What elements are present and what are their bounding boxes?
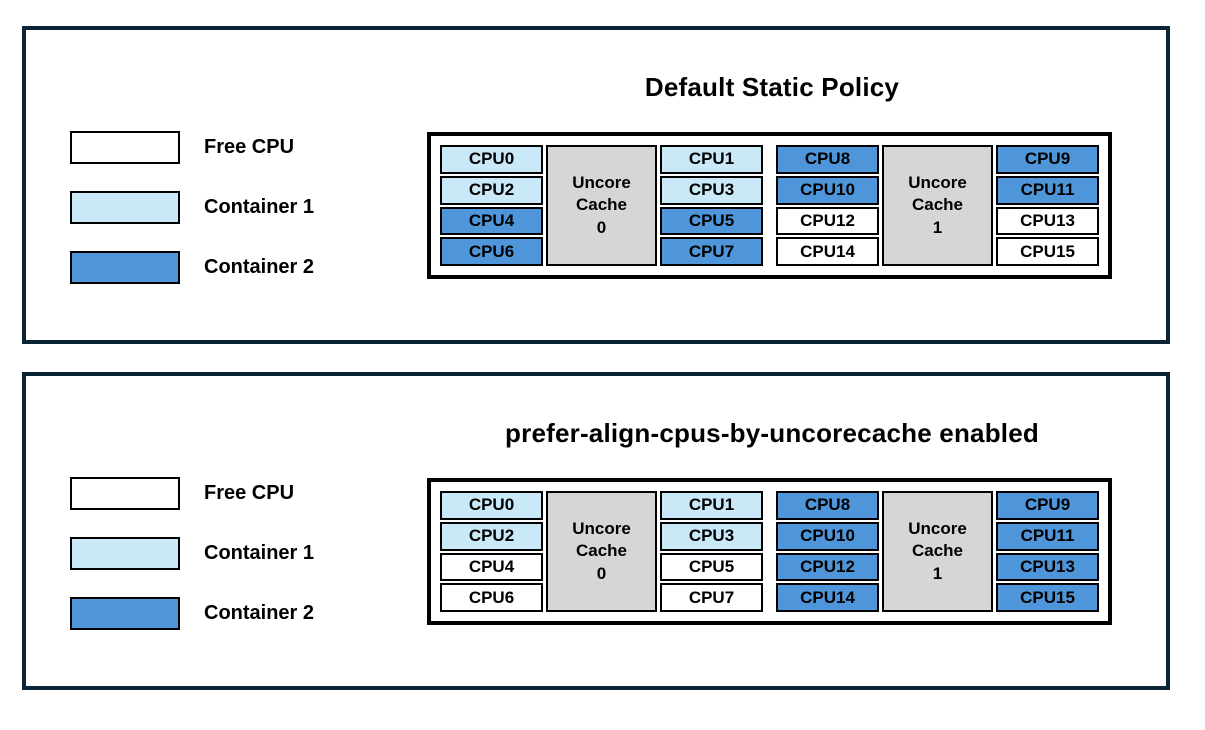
cpu-column-right: CPU9 CPU11 CPU13 CPU15 — [996, 491, 1099, 612]
uncore-cache-block-1: Uncore Cache 1 — [882, 145, 993, 266]
legend-label: Free CPU — [204, 136, 295, 158]
cache-label-line: 0 — [596, 217, 607, 237]
cpu-cell-cpu15: CPU15 — [996, 583, 1099, 612]
cpu-cell-cpu1: CPU1 — [660, 145, 763, 174]
legend-item-container-2: Container 2 — [70, 251, 314, 284]
cpu-column-right: CPU1 CPU3 CPU5 CPU7 — [660, 145, 763, 266]
cpu-cell-cpu3: CPU3 — [660, 521, 763, 551]
cpu-cell-cpu11: CPU11 — [996, 175, 1099, 205]
legend-label: Container 1 — [204, 196, 315, 218]
legend-item-free-cpu: Free CPU — [70, 131, 314, 164]
cpu-cell-cpu2: CPU2 — [440, 521, 543, 551]
cpu-cell-cpu9: CPU9 — [996, 145, 1099, 174]
cpu-cell-cpu1: CPU1 — [660, 491, 763, 520]
uncore-cache-block-0: Uncore Cache 0 — [546, 491, 657, 612]
cache-label-line: Uncore — [908, 173, 967, 193]
legend-label: Free CPU — [204, 482, 295, 504]
cpu-cell-cpu5: CPU5 — [660, 552, 763, 582]
cpu-column-left: CPU8 CPU10 CPU12 CPU14 — [776, 491, 879, 612]
policy-panel-default-static: Default Static Policy Free CPU Container… — [22, 26, 1170, 344]
legend-swatch-free-cpu — [70, 477, 180, 510]
policy-panel-uncorecache-enabled: prefer-align-cpus-by-uncorecache enabled… — [22, 372, 1170, 690]
cpu-cell-cpu7: CPU7 — [660, 237, 763, 266]
cpu-cell-cpu12: CPU12 — [776, 552, 879, 582]
cpu-cell-cpu3: CPU3 — [660, 175, 763, 205]
cpu-column-right: CPU1 CPU3 CPU5 CPU7 — [660, 491, 763, 612]
uncore-cache-block-1: Uncore Cache 1 — [882, 491, 993, 612]
cache-label-line: 0 — [596, 563, 607, 583]
panel-title: Default Static Policy — [644, 72, 900, 102]
cpu-topology-diagram: CPU0 CPU2 CPU4 CPU6 Uncore Cache 0 CPU1 … — [427, 132, 1112, 279]
cpu-cell-cpu6: CPU6 — [440, 237, 543, 266]
cpu-column-right: CPU9 CPU11 CPU13 CPU15 — [996, 145, 1099, 266]
cpu-column-left: CPU0 CPU2 CPU4 CPU6 — [440, 491, 543, 612]
cache-label-line: 1 — [932, 563, 943, 583]
legend-label: Container 2 — [204, 256, 315, 278]
cache-label-line: 1 — [932, 217, 943, 237]
cpu-cell-cpu5: CPU5 — [660, 206, 763, 236]
cpu-cell-cpu2: CPU2 — [440, 175, 543, 205]
legend-swatch-container-2 — [70, 597, 180, 630]
legend-swatch-container-1 — [70, 537, 180, 570]
cpu-cell-cpu7: CPU7 — [660, 583, 763, 612]
cpu-cell-cpu14: CPU14 — [776, 583, 879, 612]
legend-item-container-1: Container 1 — [70, 191, 314, 224]
legend-item-container-1: Container 1 — [70, 537, 314, 570]
cache-label-line: Cache — [575, 195, 628, 215]
panel-title: prefer-align-cpus-by-uncorecache enabled — [505, 418, 1039, 448]
cpu-cell-cpu11: CPU11 — [996, 521, 1099, 551]
legend-item-free-cpu: Free CPU — [70, 477, 314, 510]
cpu-cell-cpu13: CPU13 — [996, 206, 1099, 236]
cpu-cell-cpu9: CPU9 — [996, 491, 1099, 520]
cpu-column-left: CPU0 CPU2 CPU4 CPU6 — [440, 145, 543, 266]
uncore-cache-block-0: Uncore Cache 0 — [546, 145, 657, 266]
cpu-cell-cpu0: CPU0 — [440, 491, 543, 520]
uncore-cache-group-0: CPU0 CPU2 CPU4 CPU6 Uncore Cache 0 CPU1 … — [440, 491, 763, 612]
uncore-cache-group-1: CPU8 CPU10 CPU12 CPU14 Uncore Cache 1 CP… — [776, 491, 1099, 612]
legend-item-container-2: Container 2 — [70, 597, 314, 630]
legend-swatch-free-cpu — [70, 131, 180, 164]
cpu-topology-diagram: CPU0 CPU2 CPU4 CPU6 Uncore Cache 0 CPU1 … — [427, 478, 1112, 625]
cpu-cell-cpu6: CPU6 — [440, 583, 543, 612]
cache-label-line: Cache — [575, 541, 628, 561]
cpu-cell-cpu15: CPU15 — [996, 237, 1099, 266]
cpu-cell-cpu13: CPU13 — [996, 552, 1099, 582]
cpu-cell-cpu4: CPU4 — [440, 552, 543, 582]
cache-label-line: Uncore — [908, 519, 967, 539]
cpu-cell-cpu10: CPU10 — [776, 175, 879, 205]
cache-label-line: Uncore — [572, 519, 631, 539]
cpu-cell-cpu4: CPU4 — [440, 206, 543, 236]
cpu-cell-cpu10: CPU10 — [776, 521, 879, 551]
cpu-cell-cpu12: CPU12 — [776, 206, 879, 236]
cpu-cell-cpu8: CPU8 — [776, 491, 879, 520]
cpu-column-left: CPU8 CPU10 CPU12 CPU14 — [776, 145, 879, 266]
legend-swatch-container-2 — [70, 251, 180, 284]
cpu-cell-cpu14: CPU14 — [776, 237, 879, 266]
cache-label-line: Cache — [911, 195, 964, 215]
legend: Free CPU Container 1 Container 2 — [70, 131, 314, 311]
legend-label: Container 2 — [204, 602, 315, 624]
legend-label: Container 1 — [204, 542, 315, 564]
legend: Free CPU Container 1 Container 2 — [70, 477, 314, 657]
legend-swatch-container-1 — [70, 191, 180, 224]
uncore-cache-group-0: CPU0 CPU2 CPU4 CPU6 Uncore Cache 0 CPU1 … — [440, 145, 763, 266]
cpu-cell-cpu8: CPU8 — [776, 145, 879, 174]
cache-label-line: Cache — [911, 541, 964, 561]
cache-label-line: Uncore — [572, 173, 631, 193]
cpu-cell-cpu0: CPU0 — [440, 145, 543, 174]
uncore-cache-group-1: CPU8 CPU10 CPU12 CPU14 Uncore Cache 1 CP… — [776, 145, 1099, 266]
